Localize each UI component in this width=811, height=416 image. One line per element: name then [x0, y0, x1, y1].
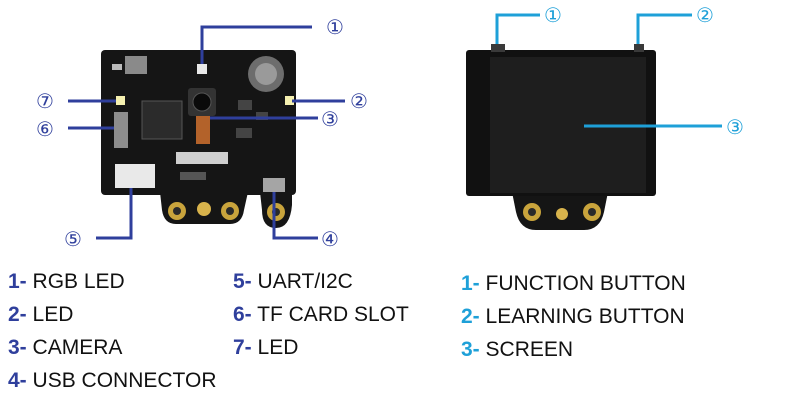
legend-item: 1- FUNCTION BUTTON	[461, 272, 686, 295]
main-chip	[141, 100, 183, 140]
camera-flex	[196, 116, 210, 144]
fpc-connector	[176, 152, 228, 164]
legend-left-col2: 5- UART/I2C 6- TF CARD SLOT 7- LED	[233, 270, 409, 369]
callout-front-4: ④	[321, 227, 339, 251]
callout-front-1: ①	[326, 15, 344, 39]
back-logo-icon	[556, 208, 568, 220]
leader-5	[96, 188, 133, 240]
callout-front-5: ⑤	[64, 227, 82, 251]
callout-front-6: ⑥	[36, 117, 54, 141]
leader-back-1	[495, 13, 540, 44]
front-callout-labels: ① ② ③ ④ ⑤ ⑥ ⑦	[36, 15, 368, 251]
usb-port	[263, 178, 285, 192]
led-right	[285, 96, 294, 105]
callout-front-7: ⑦	[36, 89, 54, 113]
legend-item: 3- SCREEN	[461, 338, 574, 361]
back-callout-labels: ① ② ③	[544, 3, 744, 139]
rgb-led	[197, 64, 207, 74]
led-left	[116, 96, 125, 105]
logo-icon	[197, 202, 211, 216]
legend-item: 7- LED	[233, 336, 299, 359]
switch	[125, 56, 147, 74]
callout-back-3: ③	[726, 115, 744, 139]
callout-back-1: ①	[544, 3, 562, 27]
back-leader-lines	[495, 13, 722, 128]
callout-front-3: ③	[321, 107, 339, 131]
legend-item: 1- RGB LED	[8, 270, 125, 293]
callout-back-2: ②	[696, 3, 714, 27]
legend-right: 1- FUNCTION BUTTON 2- LEARNING BUTTON 3-…	[461, 272, 686, 371]
leader-1	[200, 25, 312, 64]
front-board	[101, 50, 296, 228]
learning-button	[634, 44, 644, 52]
leader-back-2	[636, 13, 692, 44]
uart-connector	[115, 164, 155, 188]
legend-item: 6- TF CARD SLOT	[233, 303, 409, 326]
back-board	[466, 44, 656, 230]
legend-item: 2- LED	[8, 303, 74, 326]
legend-item: 2- LEARNING BUTTON	[461, 305, 685, 328]
leader-4	[272, 192, 318, 240]
legend-item: 5- UART/I2C	[233, 270, 353, 293]
legend-item: 3- CAMERA	[8, 336, 123, 359]
function-button	[491, 44, 505, 52]
callout-front-2: ②	[350, 89, 368, 113]
tf-card-slot	[114, 112, 128, 148]
front-leader-lines	[68, 25, 345, 240]
legend-item: 4- USB CONNECTOR	[8, 369, 217, 392]
legend-left-col1: 1- RGB LED 2- LED 3- CAMERA 4- USB CONNE…	[8, 270, 217, 402]
